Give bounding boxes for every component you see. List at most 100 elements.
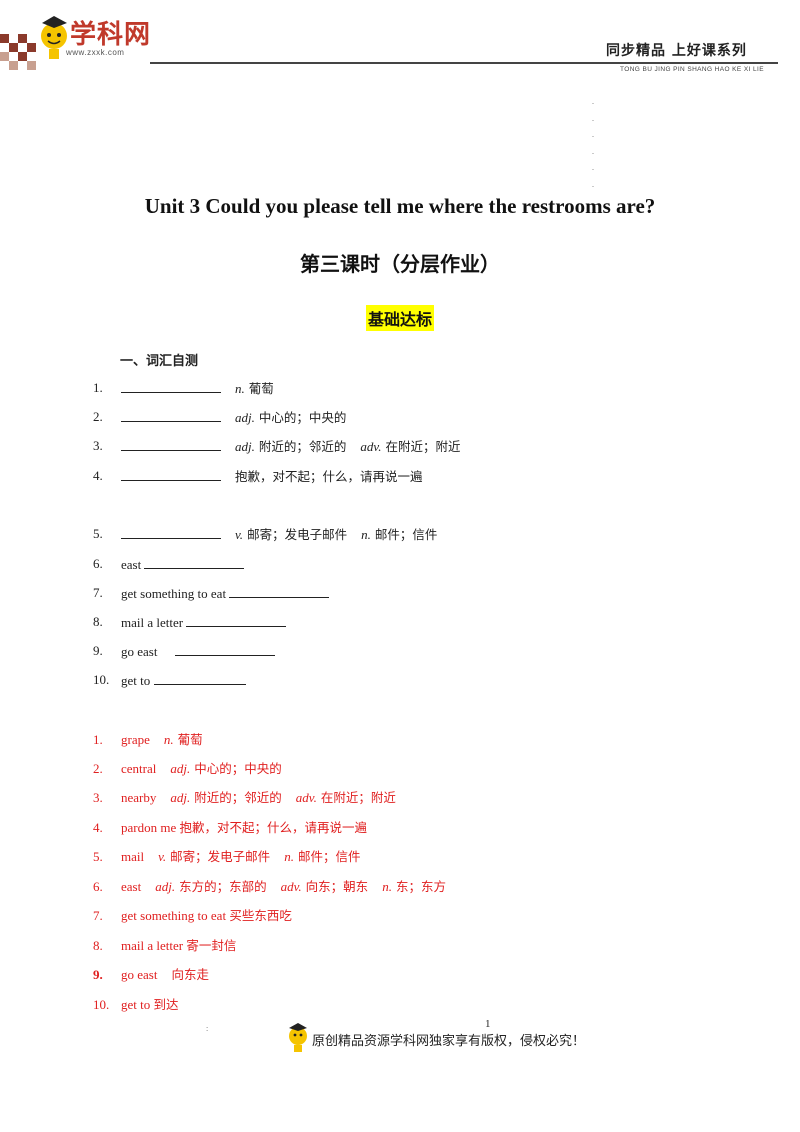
question-number: 8. (93, 614, 103, 629)
answer-content: pardon me 抱歉，对不起；什么，请再说一遍 (121, 818, 367, 838)
page-number: 1 (485, 1018, 491, 1030)
answer-number: 5. (93, 849, 103, 864)
answer-content: central adj.中心的；中央的 (121, 759, 282, 779)
part-of-speech: n. (163, 732, 174, 747)
site-url: www.zxxk.com (66, 48, 125, 57)
chinese-meaning: 邮寄；发电子邮件 (247, 527, 348, 542)
answer-content: grape n.葡萄 (121, 730, 203, 750)
chinese-meaning: 在附近；附近 (320, 790, 396, 805)
answer-word: get something to eat (121, 908, 227, 923)
question-number: 2. (93, 409, 103, 424)
chinese-meaning: 附近的；邻近的 (258, 439, 347, 454)
answer-blank (121, 524, 221, 539)
answer-number: 3. (93, 790, 103, 805)
question-number: 3. (93, 438, 103, 453)
english-phrase: mail a letter (121, 615, 184, 630)
chinese-meaning: 葡萄 (177, 732, 203, 747)
chinese-meaning: 买些东西吃 (229, 908, 292, 923)
answer-number: 10. (93, 997, 110, 1012)
question-number: 6. (93, 556, 103, 571)
series-pinyin: TONG BU JING PIN SHANG HAO KE XI LIE (620, 66, 764, 73)
answer-content: get something to eat 买些东西吃 (121, 906, 292, 926)
question-number: 4. (93, 468, 103, 483)
answer-word: nearby (121, 790, 157, 805)
answer-blank (186, 612, 287, 627)
question-content: mail a letter (121, 612, 287, 633)
question-number: 7. (93, 585, 103, 600)
answer-blank (121, 466, 221, 481)
part-of-speech: adj. (155, 879, 176, 894)
part-of-speech: adj. (235, 439, 255, 454)
english-phrase: go east (121, 644, 158, 659)
answer-blank (121, 436, 221, 451)
chinese-meaning: 邮寄；发电子邮件 (170, 849, 271, 864)
answer-blank (121, 407, 221, 422)
chinese-meaning: 向东；朝东 (305, 879, 369, 894)
answer-number: 8. (93, 938, 103, 953)
part-of-speech: n. (382, 879, 392, 894)
english-phrase: east (121, 557, 142, 572)
question-content: n.葡萄 (121, 378, 274, 399)
chinese-meaning: 中心的；中央的 (258, 410, 347, 425)
answer-number: 6. (93, 879, 103, 894)
part-of-speech: n. (284, 849, 294, 864)
level-heading: 基础达标 (365, 305, 434, 331)
answer-number: 1. (93, 732, 103, 747)
chinese-meaning: 寄一封信 (186, 938, 237, 953)
answer-blank (229, 583, 330, 598)
chinese-meaning: 东；东方 (395, 879, 446, 894)
unit-title: Unit 3 Could you please tell me where th… (144, 194, 656, 218)
answer-content: get to 到达 (121, 995, 179, 1015)
chinese-meaning: 中心的；中央的 (194, 761, 282, 776)
answer-word: east (121, 879, 142, 894)
part-of-speech: adv. (360, 439, 382, 454)
chinese-meaning: 附近的；邻近的 (194, 790, 282, 805)
part-of-speech: n. (361, 527, 371, 542)
answer-word: go east (121, 967, 158, 982)
answer-blank (144, 554, 245, 569)
chinese-meaning: 邮件；信件 (374, 527, 438, 542)
mascot-logo-icon (41, 16, 67, 59)
answer-blank (121, 378, 221, 393)
chinese-meaning: 在附近；附近 (385, 439, 461, 454)
section-heading: 一、词汇自测 (120, 354, 199, 369)
series-title: 同步精品 上好课系列 (606, 43, 747, 59)
question-content: adj.附近的；邻近的 adv.在附近；附近 (121, 436, 460, 457)
site-logo-text: 学科网 (70, 20, 152, 50)
level-heading-wrap: 基础达标 (0, 305, 800, 331)
question-number: 9. (93, 643, 103, 658)
question-content: adj.中心的；中央的 (121, 407, 346, 428)
chinese-meaning: 抱歉，对不起；什么，请再说一遍 (235, 469, 423, 484)
part-of-speech: v. (235, 527, 244, 542)
answer-word: mail (121, 849, 145, 864)
answer-word: get to (121, 997, 151, 1012)
question-number: 1. (93, 380, 103, 395)
lesson-subtitle: 第三课时（分层作业） (300, 252, 500, 276)
answer-number: 4. (93, 820, 103, 835)
header-divider (150, 62, 778, 64)
english-phrase: get to (121, 673, 151, 688)
checker-pattern-decoration (0, 34, 36, 70)
answer-content: go east 向东走 (121, 965, 209, 985)
question-content: east (121, 554, 245, 575)
mascot-footer-icon (289, 1023, 307, 1052)
part-of-speech: adj. (170, 761, 191, 776)
chinese-meaning: 向东走 (171, 967, 209, 982)
english-phrase: get something to eat (121, 586, 227, 601)
question-content: go east (121, 641, 275, 662)
part-of-speech: n. (235, 381, 245, 396)
answer-content: mail a letter 寄一封信 (121, 936, 236, 956)
answer-number: 7. (93, 908, 103, 923)
part-of-speech: adv. (295, 790, 317, 805)
question-number: 5. (93, 526, 103, 541)
answer-word: pardon me (121, 820, 177, 835)
chinese-meaning: 葡萄 (248, 381, 274, 396)
answer-word: grape (121, 732, 150, 747)
chinese-meaning: 到达 (153, 997, 179, 1012)
answer-word: central (121, 761, 157, 776)
answer-word: mail a letter (121, 938, 184, 953)
footer-mark: : (206, 1024, 209, 1033)
